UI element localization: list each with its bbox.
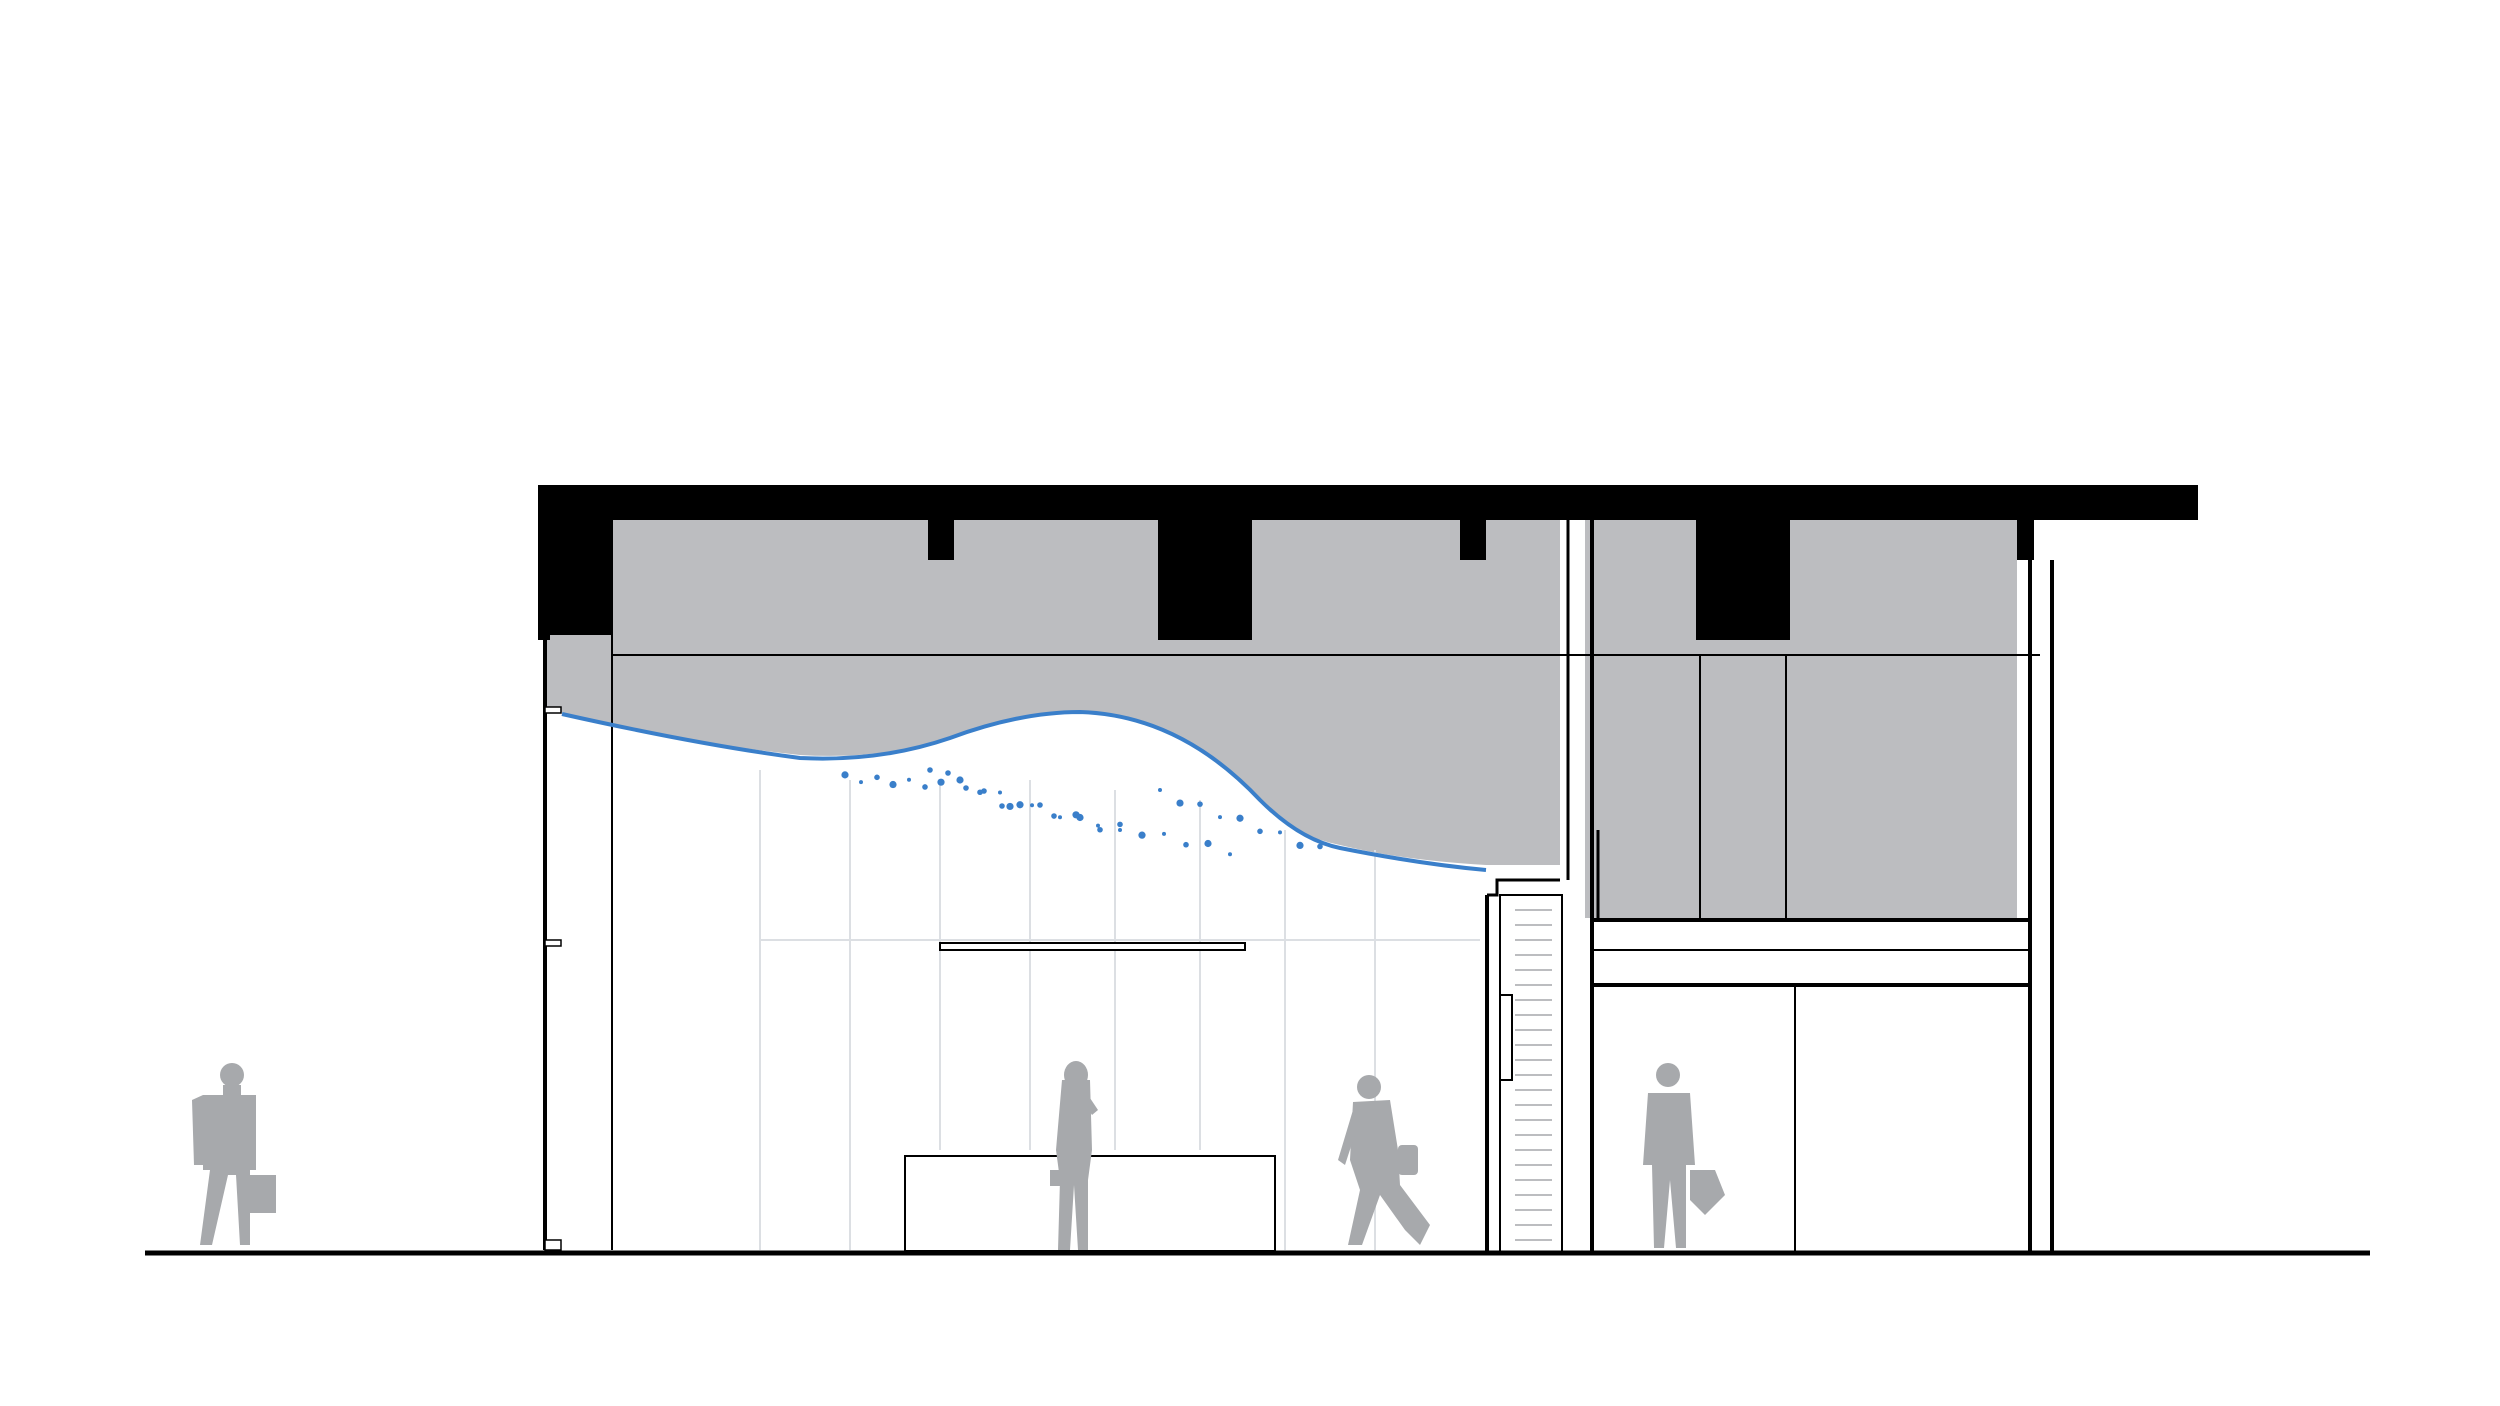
perforation-dot — [956, 776, 964, 784]
perforation-dot — [1051, 813, 1057, 819]
beam-2 — [1158, 520, 1252, 640]
perforation-dot — [1117, 821, 1123, 828]
perforation-dot — [1278, 830, 1282, 835]
perforation-dot — [1296, 841, 1304, 850]
perforation-dot — [927, 767, 933, 773]
perforation-dots — [841, 767, 1323, 857]
core-top — [1487, 878, 1560, 897]
perforation-dot — [907, 777, 911, 782]
perforation-dot — [945, 770, 951, 776]
pendant-light — [939, 942, 1246, 951]
perforation-dot — [889, 780, 897, 789]
perforation-dot — [1183, 841, 1189, 848]
figure-woman-on-phone — [1050, 1061, 1098, 1250]
perforation-dot — [977, 789, 983, 796]
perforation-dot — [922, 784, 928, 790]
perforation-dot — [859, 780, 863, 785]
beam-4 — [1696, 520, 1790, 640]
perforation-dot — [1228, 852, 1232, 857]
ceiling-plenum-right — [1585, 520, 2017, 918]
roof-edge-left — [538, 485, 613, 635]
perforation-dot — [963, 785, 969, 791]
perforation-dot — [1158, 788, 1162, 792]
figure-man-walking — [1338, 1075, 1430, 1245]
ceiling-plenum-left — [545, 520, 1560, 865]
mullion-2 — [544, 939, 562, 947]
perforation-dot — [1030, 803, 1034, 808]
perforation-dot — [1236, 814, 1244, 822]
perforation-dot — [874, 774, 880, 781]
wave-ceiling-line — [561, 709, 1487, 872]
beam-1 — [928, 520, 954, 560]
perforation-dot — [1197, 801, 1203, 807]
perforation-dot — [1257, 828, 1263, 835]
perforation-dot — [1162, 831, 1166, 836]
sightline-cone — [250, 910, 940, 1072]
shelves — [1515, 909, 1552, 1241]
mullion-1 — [544, 706, 562, 714]
perforation-dot — [999, 803, 1005, 809]
perforation-dot — [1006, 802, 1014, 811]
perforation-dot — [1317, 843, 1323, 850]
perforation-dot — [937, 778, 945, 786]
perforation-dot — [1097, 826, 1103, 833]
perforation-dot — [1016, 801, 1024, 809]
perforation-dot — [1072, 811, 1080, 819]
mullion-3 — [544, 1239, 562, 1251]
door-handle — [1499, 994, 1513, 1081]
perforation-dot — [1037, 802, 1043, 808]
roof-slab — [538, 485, 2198, 520]
reception-counter — [904, 1155, 1276, 1252]
perforation-dot — [1218, 815, 1222, 820]
perforation-dot — [841, 771, 849, 779]
perforation-dot — [1138, 831, 1146, 839]
beam-3 — [1460, 520, 1486, 560]
perforation-dot — [1096, 823, 1100, 828]
perforation-dot — [1176, 799, 1184, 807]
perforation-dot — [1204, 839, 1212, 848]
perforation-dot — [1118, 828, 1122, 832]
perforation-dot — [998, 790, 1002, 795]
figure-man-with-briefcase-outside — [192, 1063, 276, 1245]
figure-man-with-bag-right — [1643, 1063, 1725, 1248]
perforation-dot — [1058, 815, 1062, 820]
